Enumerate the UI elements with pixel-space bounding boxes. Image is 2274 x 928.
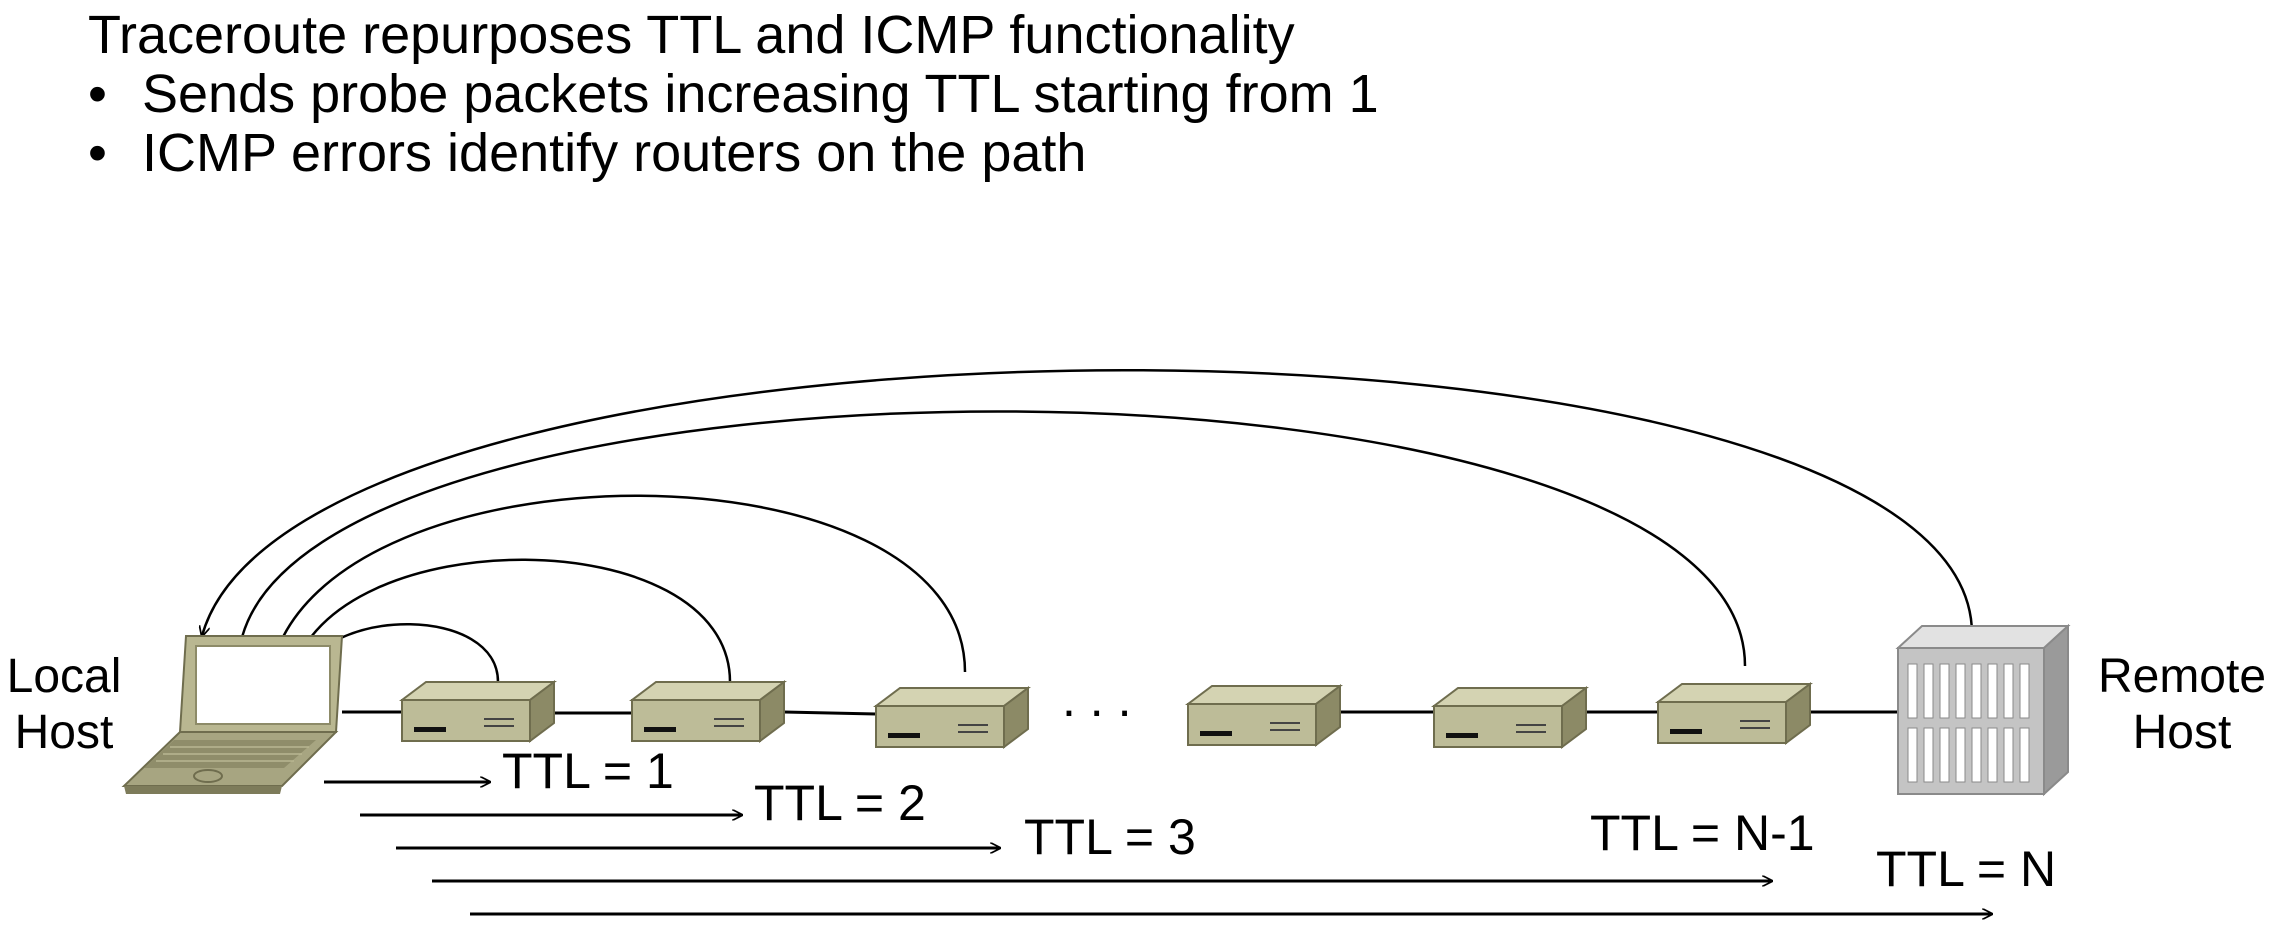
router-icon-1 (399, 680, 557, 743)
router-icon-4 (1185, 684, 1343, 747)
router-icon-3 (873, 686, 1031, 749)
bullet-text: ICMP errors identify routers on the path (142, 123, 1087, 183)
icmp-arc-router-3 (272, 494, 967, 673)
probe-label-ttl-1: TTL = 1 (502, 743, 674, 799)
bullet-item: • Sends probe packets increasing TTL sta… (88, 65, 1379, 124)
path-ellipsis: . . . (1062, 671, 1131, 727)
local-host-label-line-2: Host (15, 706, 114, 759)
router-icon-2 (629, 680, 787, 743)
local-host-label-line-1: Local (7, 650, 122, 703)
slide-text: Traceroute repurposes TTL and ICMP funct… (88, 6, 1379, 183)
bullet-text: Sends probe packets increasing TTL start… (142, 64, 1379, 124)
router-icon-6 (1655, 682, 1813, 745)
slide-heading: Traceroute repurposes TTL and ICMP funct… (88, 5, 1295, 65)
probe-label-ttl-3: TTL = 3 (1024, 809, 1196, 865)
remote-host-label-line-2: Host (2133, 706, 2232, 759)
icmp-arc-remote-host (202, 369, 1974, 636)
probe-label-ttl-2: TTL = 2 (754, 775, 926, 831)
network-links (342, 710, 1898, 716)
icmp-return-arcs (202, 369, 1974, 683)
bullet-glyph: • (88, 64, 107, 124)
bullet-item: • ICMP errors identify routers on the pa… (88, 124, 1379, 183)
probe-arrows (324, 782, 1992, 914)
bullet-list: • Sends probe packets increasing TTL sta… (88, 65, 1379, 183)
link (783, 710, 877, 716)
bullet-glyph: • (88, 123, 107, 183)
remote-host-label-line-1: Remote (2098, 650, 2266, 703)
icmp-arc-router-n-minus-1 (240, 410, 1747, 667)
probe-label-ttl-n-minus-1: TTL = N-1 (1590, 805, 1815, 861)
probe-label-ttl-n: TTL = N (1876, 841, 2056, 897)
laptop-icon (121, 635, 344, 794)
icmp-arc-router-2 (292, 558, 732, 683)
router-icon-5 (1431, 686, 1589, 749)
server-icon (1895, 623, 2071, 797)
